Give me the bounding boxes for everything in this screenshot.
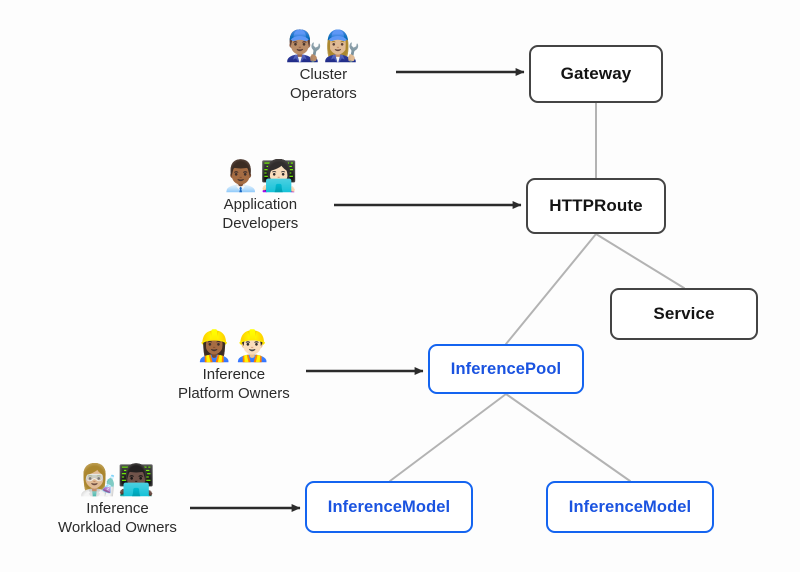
- node-inferencepool[interactable]: InferencePool: [428, 344, 584, 394]
- connector-inferencepool-to-inferencemodel-right: [505, 393, 631, 482]
- actor-label-inference-workload-owners: Inference Workload Owners: [58, 500, 177, 536]
- node-inferencemodel-left[interactable]: InferenceModel: [305, 481, 473, 533]
- construction-worker-pair-icon: 👷🏾‍♀️👷🏻‍♂️: [195, 329, 273, 364]
- actor-cluster-operators: 👨🏽‍🔧👩🏼‍🔧 Cluster Operators: [285, 30, 362, 103]
- actor-application-developers: 👨🏾‍💼👩🏻‍💻 Application Developers: [222, 160, 299, 233]
- actor-inference-workload-owners: 👩🏼‍🔬👨🏿‍💻 Inference Workload Owners: [58, 464, 177, 537]
- office-worker-and-technologist-pair-icon: 👨🏾‍💼👩🏻‍💻: [222, 159, 299, 194]
- actor-inference-platform-owners: 👷🏾‍♀️👷🏻‍♂️ Inference Platform Owners: [178, 330, 290, 403]
- actor-label-cluster-operators: Cluster Operators: [290, 66, 357, 102]
- actor-label-application-developers: Application Developers: [222, 196, 299, 232]
- scientist-and-technologist-pair-icon: 👩🏼‍🔬👨🏿‍💻: [79, 463, 156, 498]
- connector-inferencepool-to-inferencemodel-left: [389, 393, 507, 482]
- node-httproute[interactable]: HTTPRoute: [526, 178, 666, 234]
- node-service[interactable]: Service: [610, 288, 758, 340]
- node-inferencemodel-right[interactable]: InferenceModel: [546, 481, 714, 533]
- actor-label-inference-platform-owners: Inference Platform Owners: [178, 366, 290, 402]
- connector-httproute-to-inferencepool: [505, 233, 597, 345]
- connector-httproute-to-service: [595, 233, 685, 289]
- node-gateway[interactable]: Gateway: [529, 45, 663, 103]
- mechanic-pair-icon: 👨🏽‍🔧👩🏼‍🔧: [285, 29, 362, 64]
